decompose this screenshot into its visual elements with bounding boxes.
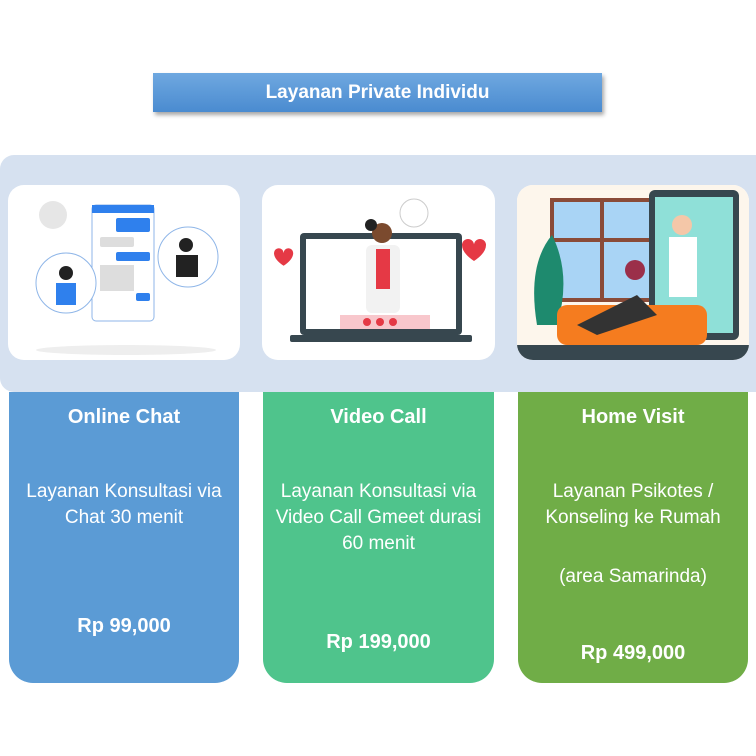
service-card-video-call[interactable]: Video Call Layanan Konsultasi via Video … [263, 392, 494, 683]
service-title: Online Chat [67, 406, 181, 428]
service-price: Rp 99,000 [77, 615, 171, 637]
service-title: Video Call [330, 406, 427, 428]
service-card-home-visit[interactable]: Home Visit Layanan Psikotes / Konseling … [518, 392, 748, 683]
video-call-illustration [262, 185, 495, 360]
service-price: Rp 199,000 [326, 631, 431, 653]
service-price: Rp 499,000 [580, 642, 686, 664]
page-title: Layanan Private Individu [153, 73, 602, 112]
service-area-note: (area Samarinda) [559, 566, 707, 587]
home-visit-illustration [517, 185, 749, 360]
service-description: Layanan Konsultasi via Video Call Gmeet … [275, 481, 482, 554]
service-description: Layanan Psikotes / Konseling ke Rumah [545, 481, 721, 528]
chat-illustration [8, 185, 240, 360]
service-title: Home Visit [581, 406, 685, 428]
service-description: Layanan Konsultasi via Chat 30 menit [26, 481, 222, 528]
service-card-online-chat[interactable]: Online Chat Layanan Konsultasi via Chat … [9, 392, 239, 683]
